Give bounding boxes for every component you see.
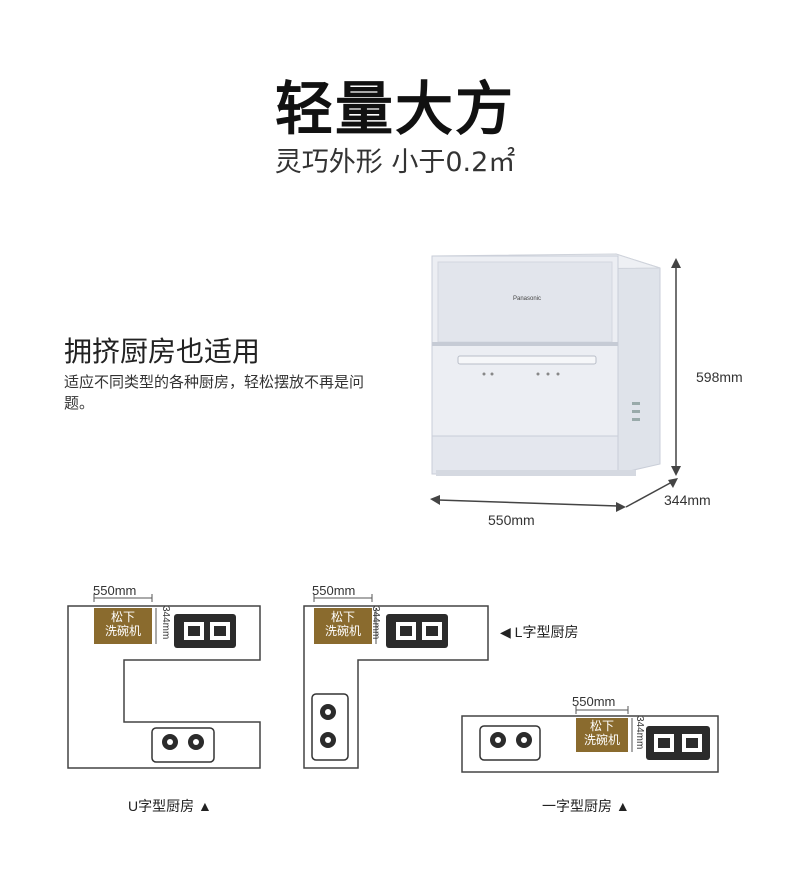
- brand-logo: Panasonic: [513, 296, 542, 302]
- line-dishwasher-line1: 松下: [589, 719, 614, 733]
- l-width-label: 550mm: [312, 583, 356, 598]
- depth-dimension-label: 344mm: [664, 492, 711, 508]
- l-dishwasher-line2: 洗碗机: [324, 624, 361, 638]
- line-dishwasher-line2: 洗碗机: [583, 733, 620, 747]
- u-kitchen-label: U字型厨房 ▲: [128, 798, 212, 814]
- line-dishwasher-tag: 松下 洗碗机: [576, 719, 628, 747]
- page-subtitle: 灵巧外形 小于0.2㎡: [274, 147, 516, 178]
- l-dishwasher-tag: 松下 洗碗机: [314, 610, 372, 638]
- dishwasher-illustration: [430, 253, 681, 512]
- line-kitchen-label: 一字型厨房 ▲: [542, 798, 630, 814]
- line-kitchen-diagram: [461, 706, 719, 773]
- line-width-label: 550mm: [572, 694, 616, 709]
- line-depth-label: 344mm: [634, 716, 645, 750]
- l-dishwasher-line1: 松下: [330, 610, 355, 624]
- u-kitchen-diagram: [67, 594, 261, 769]
- feature-description: 适应不同类型的各种厨房，轻松摆放不再是问题。: [64, 373, 365, 412]
- width-dimension-label: 550mm: [488, 512, 535, 528]
- height-dimension-label: 598mm: [696, 369, 743, 385]
- u-dishwasher-tag: 松下 洗碗机: [94, 610, 152, 638]
- page-title: 轻量大方: [274, 75, 515, 143]
- u-depth-label: 344mm: [160, 606, 171, 640]
- l-kitchen-diagram: [303, 594, 489, 769]
- u-dishwasher-line1: 松下: [110, 610, 135, 624]
- u-width-label: 550mm: [93, 583, 137, 598]
- l-depth-label: 344mm: [370, 606, 381, 640]
- feature-heading: 拥挤厨房也适用: [64, 335, 261, 368]
- u-dishwasher-line2: 洗碗机: [104, 624, 141, 638]
- l-kitchen-label: ◀ L字型厨房: [500, 624, 579, 640]
